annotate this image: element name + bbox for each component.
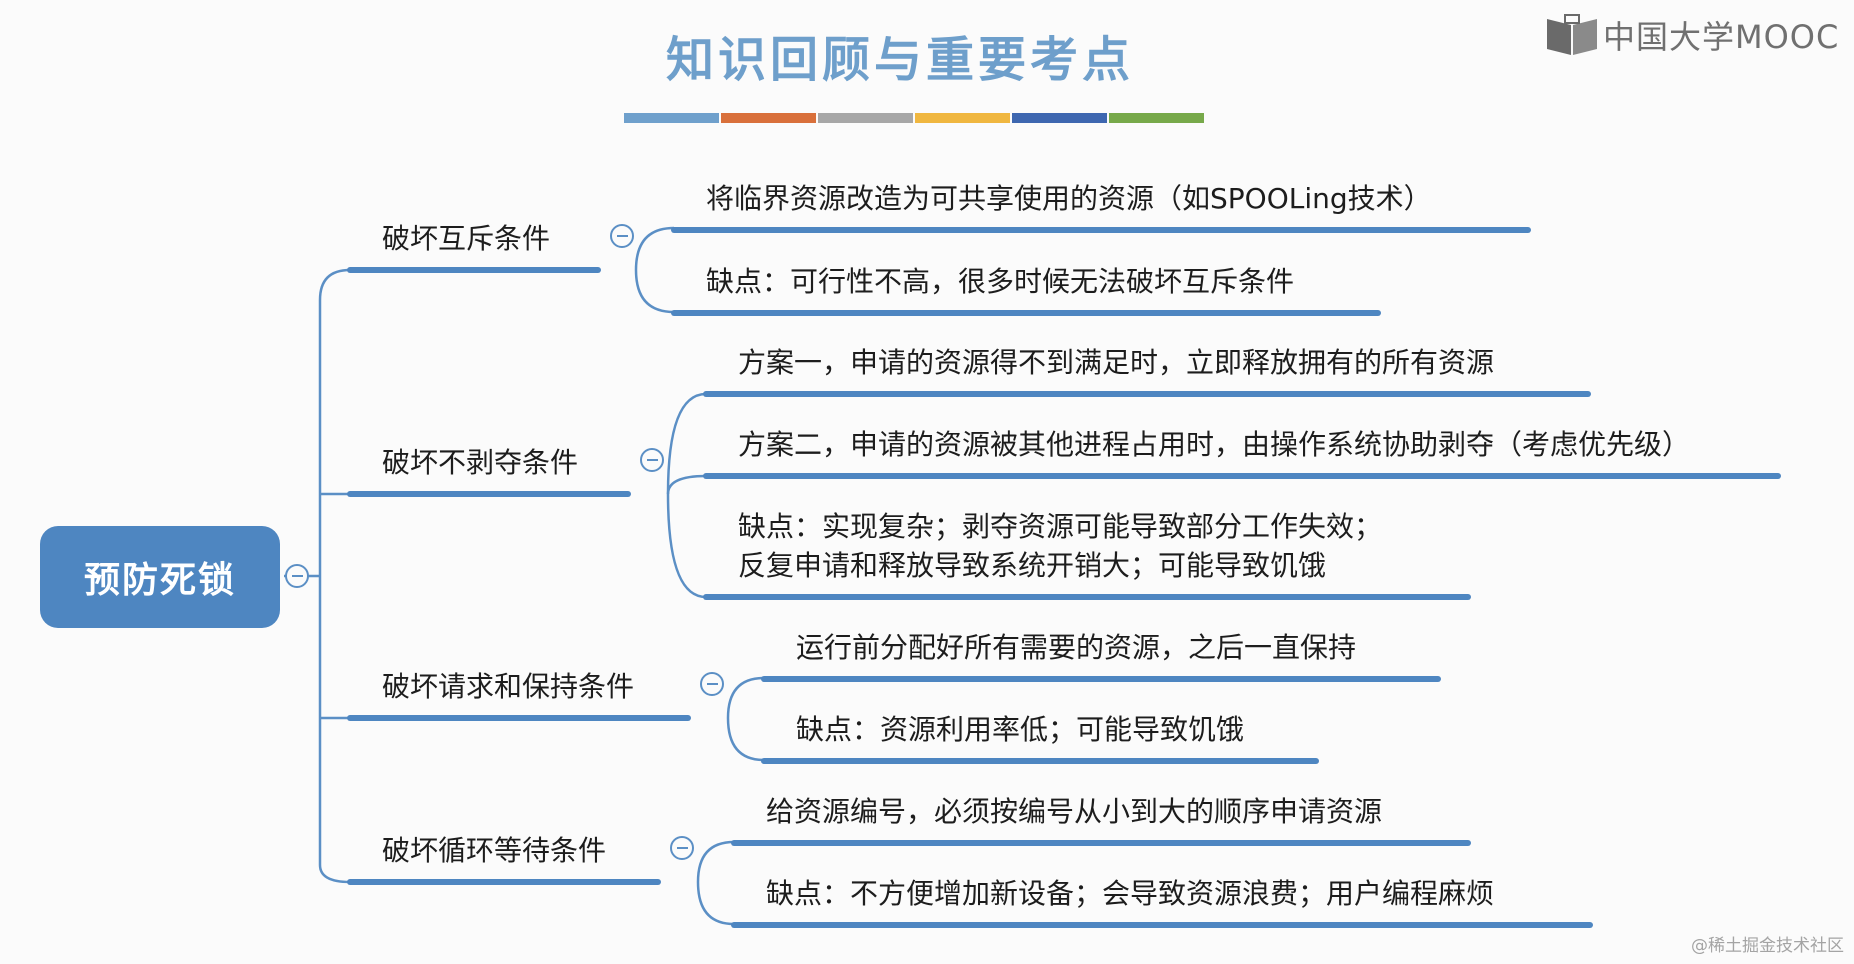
branch-no-preemption[interactable]: 破坏不剥夺条件 (382, 446, 579, 479)
b2-leaf3-curve (666, 493, 707, 599)
b3-leaf2-curve (726, 717, 765, 762)
branch-3-leaf-1[interactable]: 运行前分配好所有需要的资源，之后一直保持 (796, 631, 1357, 664)
title-color-stripes (624, 113, 1204, 123)
branch-1-leaf-2[interactable]: 缺点：可行性不高，很多时候无法破坏互斥条件 (706, 265, 1295, 298)
b4-leaf1-curve (696, 840, 735, 883)
trunk-curve-1 (318, 268, 351, 301)
branch-2-leaf-2[interactable]: 方案二，申请的资源被其他进程占用时，由操作系统协助剥夺（考虑优先级） (738, 428, 1691, 461)
connector-curves (284, 226, 765, 926)
mooc-logo: 中国大学MOOC (1545, 12, 1839, 58)
branch-1-leaf-1[interactable]: 将临界资源改造为可共享使用的资源（如SPOOLing技术） (706, 182, 1432, 215)
branch-2-leaf-1[interactable]: 方案一，申请的资源得不到满足时，立即释放拥有的所有资源 (738, 346, 1495, 379)
branch-4-collapse-button[interactable] (670, 836, 694, 860)
stripe-6 (1109, 113, 1204, 123)
branch-mutual-exclusion[interactable]: 破坏互斥条件 (382, 222, 551, 255)
branch-4-leaf-1[interactable]: 给资源编号，必须按编号从小到大的顺序申请资源 (766, 795, 1383, 828)
trunk-curve-4 (318, 864, 351, 884)
stripe-3 (818, 113, 913, 123)
b2-leaf2-curve (666, 474, 707, 495)
branch-circular-wait[interactable]: 破坏循环等待条件 (382, 834, 607, 867)
b4-leaf2-curve (696, 881, 735, 926)
branch-3-leaf-2[interactable]: 缺点：资源利用率低；可能导致饥饿 (796, 713, 1245, 746)
logo-text: 中国大学MOOC (1603, 18, 1840, 56)
stripe-1 (624, 113, 719, 123)
branch-2-leaf-3-line-1[interactable]: 缺点：实现复杂；剥夺资源可能导致部分工作失效； (738, 510, 1383, 543)
stripe-5 (1012, 113, 1107, 123)
watermark: @稀土掘金技术社区 (1691, 936, 1844, 956)
branch-2-collapse-button[interactable] (640, 448, 664, 472)
underlines (347, 227, 1781, 928)
slide-title: 知识回顾与重要考点 (665, 32, 1134, 88)
root-node[interactable]: 预防死锁 (40, 526, 280, 628)
b3-leaf1-curve (726, 676, 765, 719)
stripe-2 (721, 113, 816, 123)
branch-3-collapse-button[interactable] (700, 672, 724, 696)
b1-leaf2-curve (634, 269, 675, 314)
mooc-book-icon (1547, 14, 1597, 55)
stripe-4 (915, 113, 1010, 123)
root-collapse-button[interactable] (285, 564, 309, 588)
b1-leaf1-curve (634, 226, 675, 271)
branch-1-collapse-button[interactable] (610, 224, 634, 248)
b2-leaf1-curve (666, 392, 707, 495)
branch-4-leaf-2[interactable]: 缺点：不方便增加新设备；会导致资源浪费；用户编程麻烦 (766, 877, 1495, 910)
branch-2-leaf-3-line-2[interactable]: 反复申请和释放导致系统开销大；可能导致饥饿 (738, 549, 1327, 582)
branch-hold-and-wait[interactable]: 破坏请求和保持条件 (382, 670, 635, 703)
